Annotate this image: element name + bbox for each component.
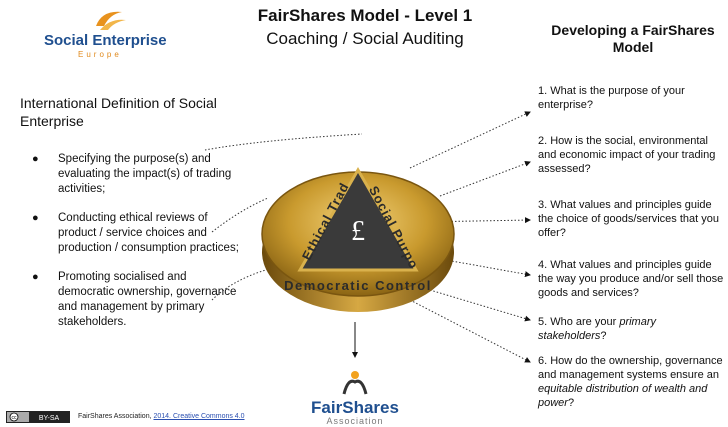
list-item: ● Specifying the purpose(s) and evaluatin… [30, 152, 240, 197]
question-3: 3. What values and principles guide the … [538, 199, 719, 239]
q6-emphasis: equitable distribution of wealth and pow… [538, 383, 708, 409]
question-2: 2. How is the social, environmental and … [538, 135, 716, 175]
q6-suffix: ? [567, 397, 575, 409]
bullet-icon: ● [32, 212, 39, 224]
definition-list: ● Specifying the purpose(s) and evaluatin… [30, 152, 240, 344]
question-4: 4. What values and principles guide the … [538, 259, 724, 299]
q5-emphasis: primary stakeholders [538, 316, 656, 342]
swirl-logo-icon [96, 11, 126, 30]
fairshares-coin: £ Ethical Trading Social Purpose Democra… [258, 140, 455, 312]
arrow-q6 [409, 299, 531, 363]
list-item: ● Promoting socialised and democratic own… [30, 270, 240, 330]
page-title: FairShares Model - Level 1 Coaching / So… [200, 6, 530, 49]
arrow-left-3 [211, 261, 301, 301]
fairshares-association-logo: FairShares Association [300, 368, 410, 427]
credit-link[interactable]: 2014. Creative Commons 4.0 [153, 413, 245, 420]
question-1: 1. What is the purpose of your enterpris… [538, 85, 685, 111]
badge-text: BY-SA [39, 415, 60, 422]
fs-name: FairShares [311, 398, 399, 417]
title-main: FairShares Model - Level 1 [257, 6, 473, 25]
list-item-text: Specifying the purpose(s) and evaluating… [58, 153, 232, 195]
question-5: 5. Who are your primary stakeholders? [538, 315, 726, 343]
bullet-icon: ● [32, 153, 39, 165]
cc-license-badge: cc BY-SA [6, 411, 70, 423]
question-6: 6. How do the ownership, governance and … [538, 354, 726, 410]
arrow-left-2 [211, 197, 269, 233]
q5-prefix: 5. Who are your [538, 316, 620, 328]
bullet-icon: ● [32, 271, 39, 283]
fairshares-person-icon [342, 371, 368, 395]
list-item: ● Conducting ethical reviews of product /… [30, 211, 240, 256]
logo-name: Social Enterprise [44, 32, 167, 49]
q6-prefix: 6. How do the ownership, governance and … [538, 355, 723, 381]
q5-suffix: ? [600, 330, 607, 342]
arrow-q1 [409, 111, 531, 169]
fs-sub: Association [326, 416, 384, 426]
coin-triangle [297, 167, 419, 272]
svg-text:cc: cc [12, 415, 18, 421]
list-item-text: Conducting ethical reviews of product / … [58, 212, 239, 254]
right-heading: Developing a FairShares Model [551, 22, 715, 55]
credit-line: FairShares Association, 2014. Creative C… [78, 413, 245, 420]
credit-prefix: FairShares Association, [78, 413, 154, 420]
left-heading: International Definition of Social Enter… [20, 95, 217, 129]
logo-sub: Europe [78, 50, 122, 59]
pound-symbol: £ [351, 216, 365, 247]
title-sub: Coaching / Social Auditing [266, 29, 464, 48]
social-enterprise-europe-logo: Social Enterprise Europe [44, 6, 174, 59]
coin-bottom-label: Democratic Control [284, 278, 432, 293]
arrow-left-1 [204, 133, 363, 151]
list-item-text: Promoting socialised and democratic owne… [58, 271, 237, 328]
